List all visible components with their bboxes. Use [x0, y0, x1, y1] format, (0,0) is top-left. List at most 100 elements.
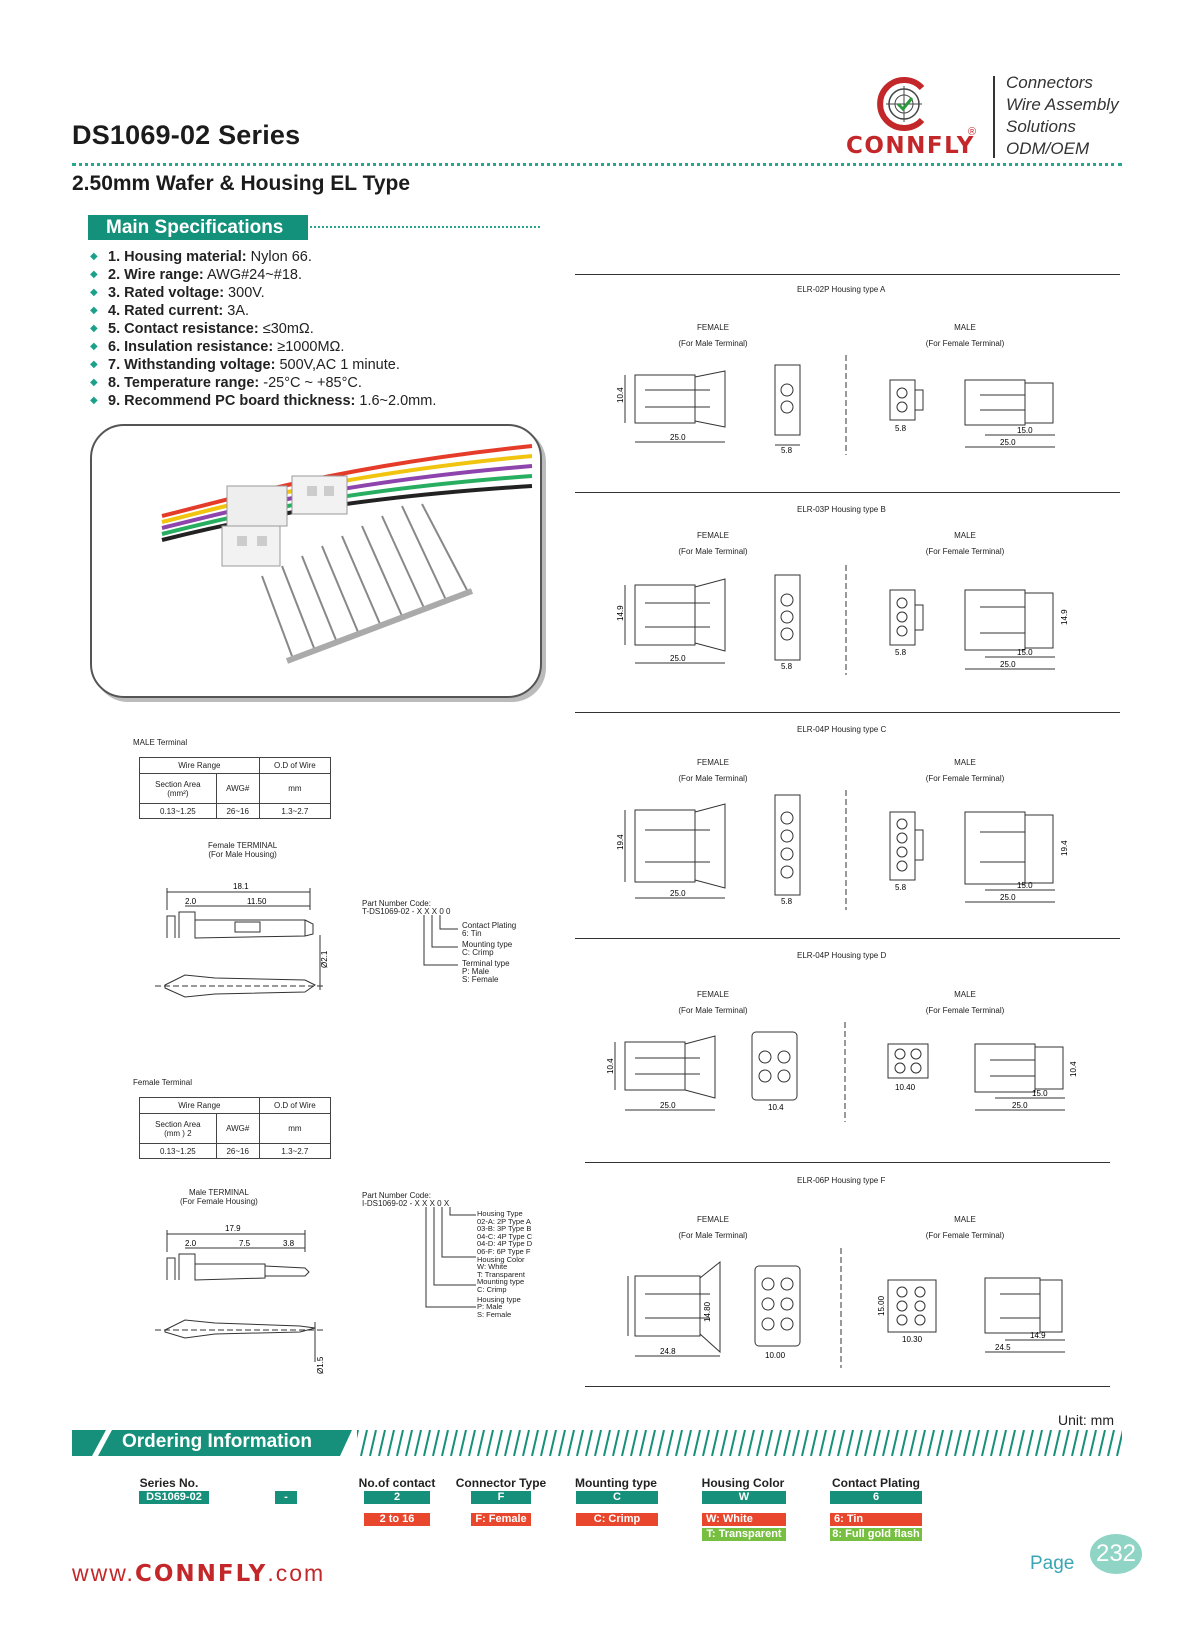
dimension-label: 25.0 [1000, 438, 1016, 447]
bullet-icon: ◆ [90, 251, 98, 262]
specs-heading-dots [310, 226, 540, 228]
dimension-label: 25.0 [660, 1101, 676, 1110]
dimension-label: 5.8 [781, 897, 793, 906]
series-value: DS1069-02 [139, 1491, 209, 1504]
table-header: Wire Range [139, 757, 260, 774]
bullet-icon: ◆ [90, 341, 98, 352]
tagline-line: Connectors [1006, 73, 1093, 92]
dimension-label: 15.0 [1032, 1089, 1048, 1098]
dimension-label: 15.0 [1017, 648, 1033, 657]
part-code-2-leader-lines [425, 1207, 476, 1308]
tagline-line: Wire Assembly [1006, 95, 1119, 114]
spec-item: ◆8. Temperature range: -25°C ~ +85°C. [90, 375, 362, 391]
table-header: O.D of Wire [258, 757, 332, 774]
male-label: MALE(For Female Terminal) [925, 1215, 1005, 1240]
bullet-icon: ◆ [90, 395, 98, 406]
housing-title: ELR-04P Housing type C [797, 725, 887, 734]
female-label: FEMALE(For Male Terminal) [678, 1215, 748, 1240]
table-cell: 0.13~1.25 [139, 803, 217, 819]
male-terminal-drawing-title: Male TERMINAL(For Female Housing) [180, 1188, 258, 1206]
spec-item: ◆1. Housing material: Nylon 66. [90, 249, 312, 265]
dimension-label: 10.40 [895, 1083, 916, 1092]
male-label: MALE(For Female Terminal) [925, 531, 1005, 556]
product-photo [90, 424, 542, 698]
housing-section-rule [575, 274, 1120, 275]
dimension-label: 10.4 [616, 387, 625, 403]
housing-color-label: Housing Color [701, 1476, 785, 1490]
contact-plating-value: 6 [830, 1491, 922, 1504]
dimension-label: 5.8 [781, 446, 793, 455]
dimension-label: 5.8 [895, 648, 907, 657]
ordering-heading: Ordering Information [122, 1431, 312, 1452]
dimension-label: 5.8 [781, 662, 793, 671]
dimension-label: Ø1.5 [316, 1356, 325, 1374]
dimension-label: 15.00 [877, 1295, 886, 1316]
female-terminal-drawing-title: Female TERMINAL(For Male Housing) [208, 841, 278, 859]
housing-color-option: W: White [702, 1513, 786, 1526]
housing-section-rule [575, 492, 1120, 493]
female-label: FEMALE(For Male Terminal) [678, 990, 748, 1015]
table-cell: AWG# [215, 773, 260, 804]
housing-b-drawing: 14.9 25.0 5.8 5.8 15.0 25.0 14.9 [616, 565, 1069, 675]
spec-item: ◆4. Rated current: 3A. [90, 303, 250, 319]
unit-label: Unit: mm [1058, 1412, 1114, 1428]
female-label: FEMALE(For Male Terminal) [678, 758, 748, 783]
dimension-label: 5.8 [895, 424, 907, 433]
spec-item: ◆3. Rated voltage: 300V. [90, 285, 265, 301]
spec-item: ◆5. Contact resistance: ≤30mΩ. [90, 321, 314, 337]
dimension-label: 15.0 [1017, 426, 1033, 435]
table-cell: mm [258, 1113, 332, 1144]
bullet-icon: ◆ [90, 305, 98, 316]
housing-f-drawing: 14.80 24.8 10.00 15.00 10.30 14.9 24.5 [627, 1248, 1065, 1368]
contact-count-label: No.of contact [358, 1476, 436, 1490]
bullet-icon: ◆ [90, 287, 98, 298]
tagline-line: ODM/OEM [1006, 139, 1090, 158]
spec-item: ◆6. Insulation resistance: ≥1000MΩ. [90, 339, 345, 355]
contact-plating-label: Contact Plating [831, 1476, 920, 1490]
dimension-label: 10.30 [902, 1335, 923, 1344]
tagline-line: Solutions [1006, 117, 1076, 136]
table-cell: mm [258, 773, 332, 804]
housing-section-rule [575, 938, 1120, 939]
dimension-label: 5.8 [895, 883, 907, 892]
header-divider [72, 163, 1122, 166]
series-label: Series No. [139, 1476, 199, 1490]
mounting-type-option: C: Crimp [576, 1513, 658, 1526]
housing-section-rule [575, 712, 1120, 713]
dimension-label: 24.5 [995, 1343, 1011, 1352]
male-terminal-caption: MALE Terminal [133, 738, 188, 747]
dimension-label: 18.1 [233, 882, 249, 891]
brand-name: CONNFLY [846, 133, 975, 159]
specs-heading: Main Specifications [88, 215, 308, 240]
website-link[interactable]: www.CONNFLY.com [72, 1560, 326, 1587]
brand-separator [993, 76, 995, 158]
brand-registered-mark: ® [968, 126, 977, 138]
table-cell: 26~16 [215, 803, 260, 819]
table-cell: 1.3~2.7 [258, 803, 332, 819]
page-label: Page [1030, 1553, 1075, 1574]
table-cell: 26~16 [215, 1143, 260, 1159]
housing-a-drawing: 10.4 25.0 5.8 5.8 15.0 25.0 [616, 355, 1055, 455]
dimension-label: 17.9 [225, 1224, 241, 1233]
female-label: FEMALE(For Male Terminal) [678, 323, 748, 348]
ordering-banner [72, 1430, 1122, 1456]
dimension-label: 19.4 [616, 834, 625, 850]
housing-section-rule [585, 1162, 1110, 1163]
table-cell: AWG# [215, 1113, 260, 1144]
dimension-label: 25.0 [1012, 1101, 1028, 1110]
housing-section-rule [585, 1386, 1110, 1387]
connector-type-option: F: Female [471, 1513, 531, 1526]
housing-title: ELR-06P Housing type F [797, 1176, 886, 1185]
mounting-type-value: C [576, 1491, 658, 1504]
female-terminal-caption: Female Terminal [133, 1078, 192, 1087]
contact-count-option: 2 to 16 [364, 1513, 430, 1526]
dimension-label: 10.00 [765, 1351, 786, 1360]
dimension-label: 10.4 [768, 1103, 784, 1112]
contact-count-value: 2 [364, 1491, 430, 1504]
dimension-label: 24.8 [660, 1347, 676, 1356]
female-terminal-drawing: 18.1 2.0 11.50 Ø2.1 [155, 882, 329, 998]
page-subtitle: 2.50mm Wafer & Housing EL Type [72, 172, 411, 195]
dimension-label: 2.0 [185, 1239, 197, 1248]
